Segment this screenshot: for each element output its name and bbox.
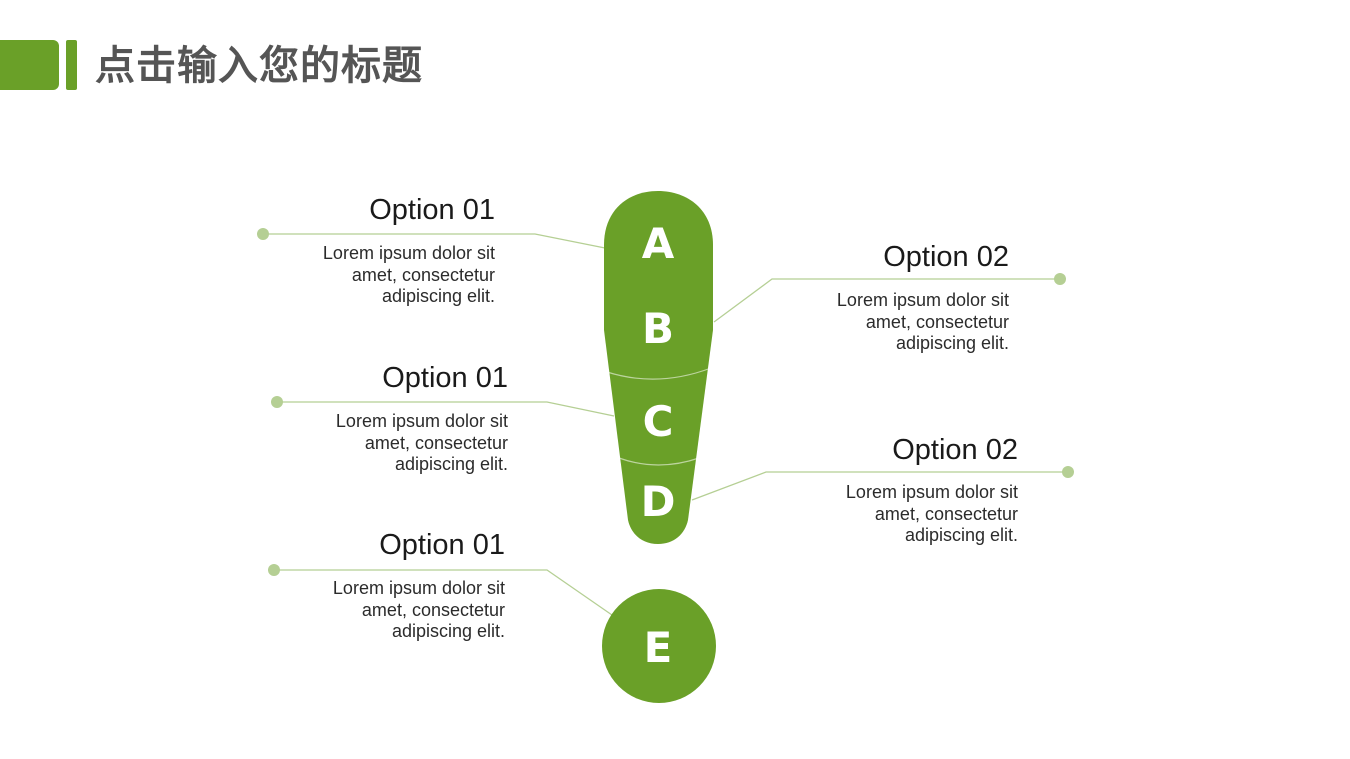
exclamation-dot [602,589,716,703]
connector-dots [257,228,1074,576]
option-title-b[interactable]: Option 02 [883,241,1009,273]
connector-e [274,569,613,616]
connector-dot-e [268,564,280,576]
option-title-a[interactable]: Option 01 [369,194,495,226]
option-body-a[interactable]: Lorem ipsum dolor sit amet, consectetur … [322,243,495,306]
connector-dot-d [1062,466,1074,478]
option-title-c[interactable]: Option 01 [382,362,508,394]
option-body-b[interactable]: Lorem ipsum dolor sit amet, consectetur … [836,290,1009,353]
page-title[interactable]: 点击输入您的标题 [95,43,423,89]
option-title-e[interactable]: Option 01 [379,529,505,561]
connector-dot-c [271,396,283,408]
connector-a [263,233,606,249]
connector-c [277,401,615,417]
connectors [263,233,1068,616]
connector-b [713,278,1060,323]
title-accent-stripe [66,40,77,90]
letter-d: D [641,477,676,526]
option-body-d[interactable]: Lorem ipsum dolor sit amet, consectetur … [845,482,1018,545]
option-title-d[interactable]: Option 02 [892,434,1018,466]
connector-d [691,471,1068,501]
title-accent-block [0,40,59,90]
letter-b: B [642,304,674,353]
connector-dot-a [257,228,269,240]
exclamation-bar [604,191,713,544]
letter-c: C [643,397,674,446]
connector-dot-b [1054,273,1066,285]
option-body-c[interactable]: Lorem ipsum dolor sit amet, consectetur … [335,411,508,474]
letter-e: E [644,623,673,672]
segment-divider-b-c [606,367,712,380]
segment-divider-c-d [618,457,700,466]
letter-a: A [642,219,675,268]
option-body-e[interactable]: Lorem ipsum dolor sit amet, consectetur … [332,578,505,641]
